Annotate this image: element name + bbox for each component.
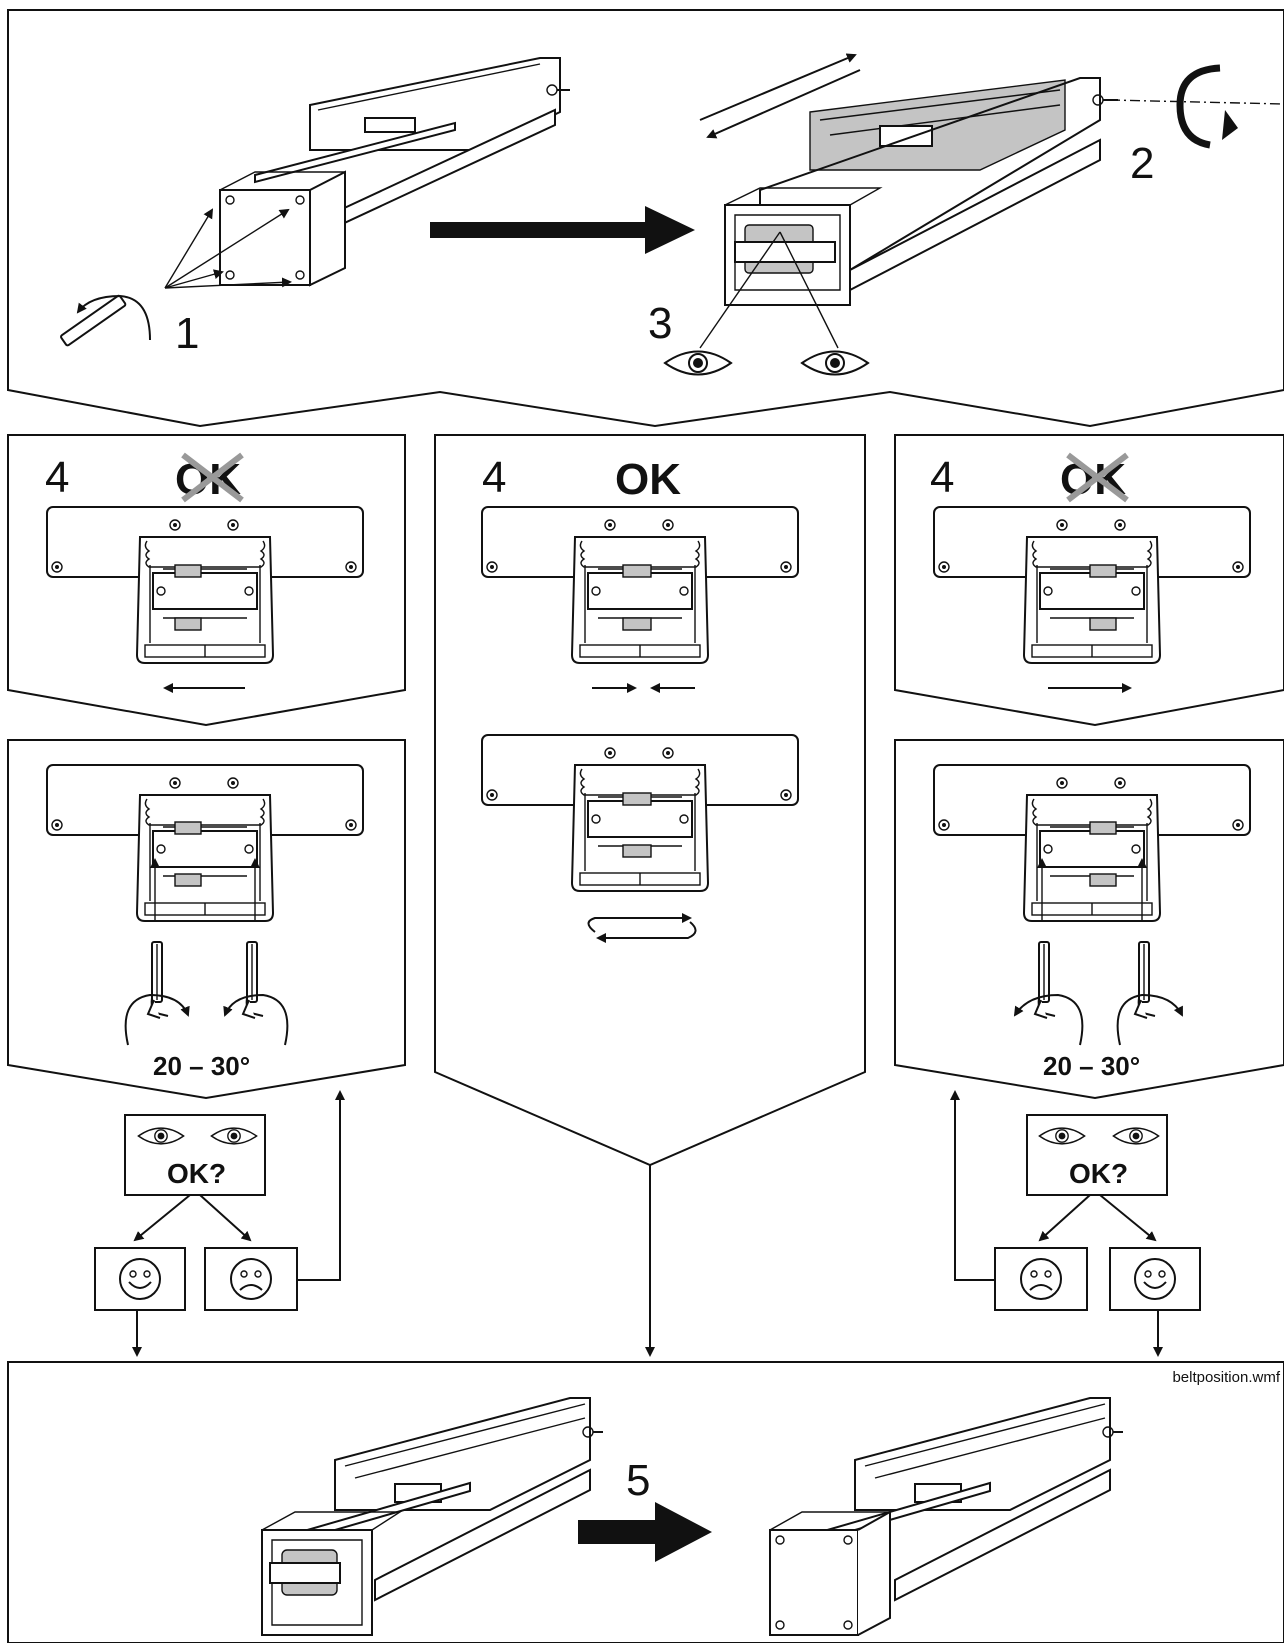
hex-key-icon [60,294,151,347]
ok-check-left-label: OK? [167,1158,226,1189]
screw-arrows [164,208,292,289]
step3-label: 3 [648,299,672,348]
top-panel: 1 2 3 [7,9,1284,428]
angle-right-label: 20 – 30° [1043,1051,1140,1081]
step1-label: 1 [175,309,199,358]
step4-left-label: 4 [45,453,69,502]
left-check: OK? [94,1090,345,1357]
retry-arrow-right [950,1090,995,1281]
right-panel-adjust: 20 – 30° [894,739,1284,1100]
bottom-panel: beltposition.wmf 5 [7,1361,1284,1643]
end-cap [219,189,311,286]
reciprocate-arrow-right [587,913,692,933]
ok-center-label: OK [615,455,681,504]
axis-closed [769,1397,1123,1636]
step4-right-label: 4 [930,453,954,502]
retry-arrow-left [297,1090,345,1281]
angle-left-label: 20 – 30° [153,1051,250,1081]
inspection-lines [699,231,839,349]
cross-icon [1066,452,1129,503]
step4-center-label: 4 [482,453,506,502]
left-panel-step4: 4 OK [7,434,406,727]
step5-label: 5 [626,1456,650,1505]
rotate-cw-arrow [1116,993,1183,1046]
reciprocate-arrow-left [596,921,697,943]
filename-label: beltposition.wmf [1172,1369,1280,1386]
transition-arrow [430,206,695,254]
step2-axis [724,77,1118,306]
slide-arrows [699,53,861,139]
ok-check-right-label: OK? [1069,1158,1128,1189]
rotate-cw-arrow [124,993,190,1046]
rotation-icon [1109,64,1284,149]
right-check: OK? [950,1090,1201,1357]
step2-label: 2 [1130,139,1154,188]
rotate-ccw-arrow [1013,993,1084,1046]
step5-arrow [578,1502,712,1562]
rotate-ccw-arrow [223,993,289,1046]
left-panel-adjust: 20 – 30° [7,739,406,1100]
center-panel: 4 OK [434,434,866,1357]
axis-open [261,1397,603,1636]
cross-icon [181,452,244,503]
right-panel-step4: 4 OK [894,434,1284,727]
